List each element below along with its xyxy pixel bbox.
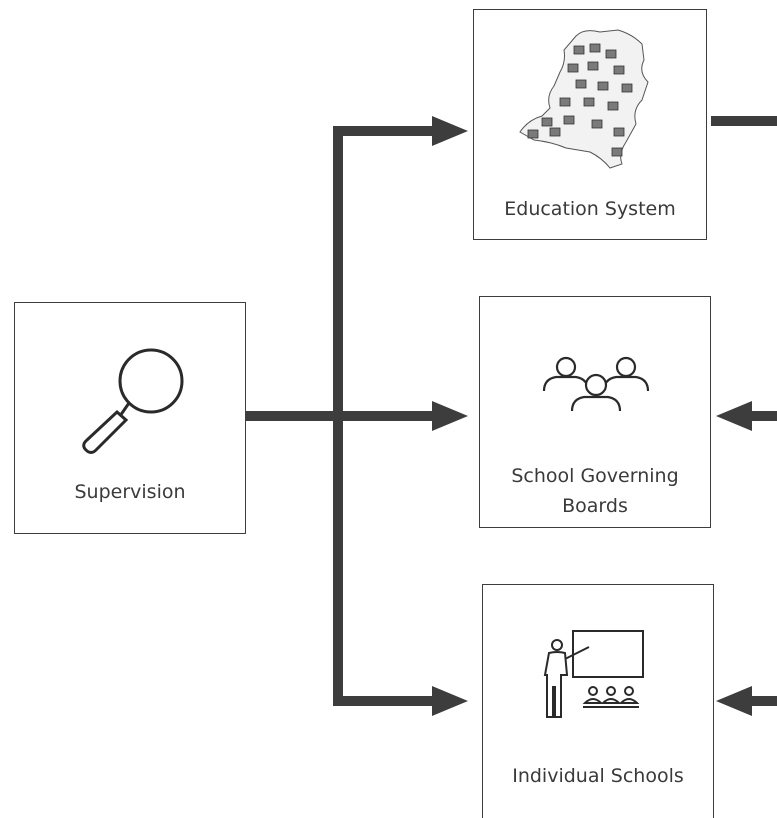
education-system-box[interactable]: Education System: [473, 9, 707, 240]
arrowhead-education: [432, 116, 468, 146]
netherlands-map-icon: [519, 29, 649, 169]
classroom-teacher-icon: [543, 630, 644, 718]
arrowhead-boards: [432, 401, 468, 431]
supervision-label: Supervision: [74, 481, 186, 503]
arrowhead-schools-incoming: [716, 686, 752, 716]
school-boards-box[interactable]: School Governing Boards: [479, 296, 711, 528]
individual-schools-label: Individual Schools: [512, 765, 684, 787]
magnifier-icon: [82, 348, 184, 454]
supervision-box[interactable]: Supervision: [14, 302, 246, 534]
arrowhead-schools: [432, 686, 468, 716]
individual-schools-box[interactable]: Individual Schools: [482, 584, 714, 818]
school-boards-label-line1: School Governing: [511, 465, 679, 487]
school-boards-label-line2: Boards: [562, 495, 628, 517]
arrowhead-boards-incoming: [716, 401, 752, 431]
education-system-label: Education System: [504, 198, 676, 220]
people-group-icon: [542, 356, 650, 412]
